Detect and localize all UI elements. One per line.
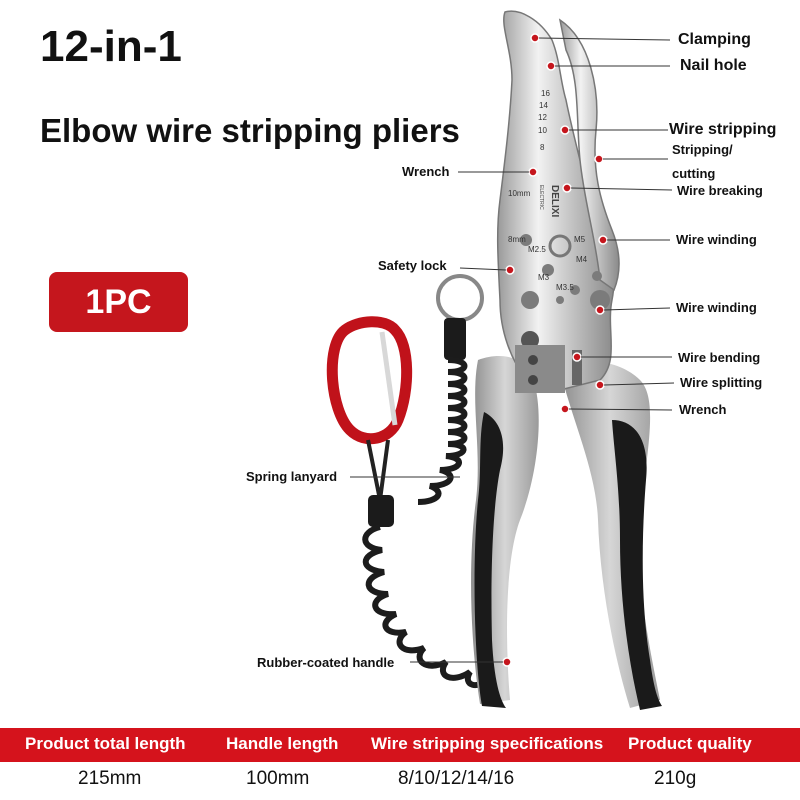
callout-spring-lanyard: Spring lanyard — [246, 469, 338, 484]
spec-header-quality: Product quality — [628, 734, 752, 753]
brand-logo: DELIXI — [549, 185, 560, 217]
spec-value-stripping-specs: 8/10/12/14/16 — [398, 768, 515, 789]
brand-sub: ELECTRIC — [538, 185, 544, 210]
spec-header-stripping-specs: Wire stripping specifications — [371, 734, 604, 753]
callout-wrench-left: Wrench — [402, 164, 450, 179]
callout-wire-splitting: Wire splitting — [680, 375, 763, 390]
spec-header-handle-length: Handle length — [226, 734, 339, 753]
mark-m5: M5 — [574, 235, 586, 244]
callout-wire-stripping: Wire stripping — [669, 121, 777, 138]
callout-wire-winding-2: Wire winding — [676, 300, 757, 315]
gauge-12: 12 — [538, 113, 547, 122]
callout-clamping: Clamping — [678, 31, 751, 48]
gauge-10: 10 — [538, 126, 547, 135]
spec-value-quality: 210g — [654, 768, 697, 789]
callout-wire-winding-1: Wire winding — [676, 232, 757, 247]
leader-lines — [350, 37, 675, 663]
spec-header-bar — [0, 728, 800, 762]
callout-safety-lock: Safety lock — [378, 258, 447, 273]
callout-wrench-right: Wrench — [679, 402, 727, 417]
mark-m25: M2.5 — [528, 245, 546, 254]
key-ring — [436, 274, 484, 322]
callout-stripping-cutting-line1: Stripping/ — [672, 142, 733, 157]
mark-m35: M3.5 — [556, 283, 574, 292]
carabiner-icon — [326, 316, 413, 445]
callout-wire-breaking: Wire breaking — [677, 183, 763, 198]
callout-stripping-cutting-line2: cutting — [672, 166, 716, 181]
spring-coil — [362, 357, 493, 689]
spec-value-bar — [0, 762, 800, 800]
callout-nail-hole: Nail hole — [680, 57, 747, 74]
callout-rubber-handle: Rubber-coated handle — [257, 655, 395, 670]
spec-header-total-length: Product total length — [25, 734, 186, 753]
pliers-illustration: 16 14 12 10 8 10mm 8mm M5 M2.5 M4 M3 M3.… — [326, 10, 675, 710]
mark-m4: M4 — [576, 255, 588, 264]
size-10mm: 10mm — [508, 189, 531, 198]
mark-m3: M3 — [538, 273, 550, 282]
spec-value-handle-length: 100mm — [246, 768, 310, 789]
size-8mm: 8mm — [508, 235, 526, 244]
gauge-8: 8 — [540, 143, 545, 152]
quantity-badge: 1PC — [49, 272, 188, 332]
page-title: 12-in-1 — [40, 22, 182, 71]
gauge-16: 16 — [541, 89, 550, 98]
product-subtitle: Elbow wire stripping pliers — [40, 112, 460, 149]
spec-value-total-length: 215mm — [78, 768, 142, 789]
callout-wire-bending: Wire bending — [678, 350, 761, 365]
gauge-14: 14 — [539, 101, 548, 110]
